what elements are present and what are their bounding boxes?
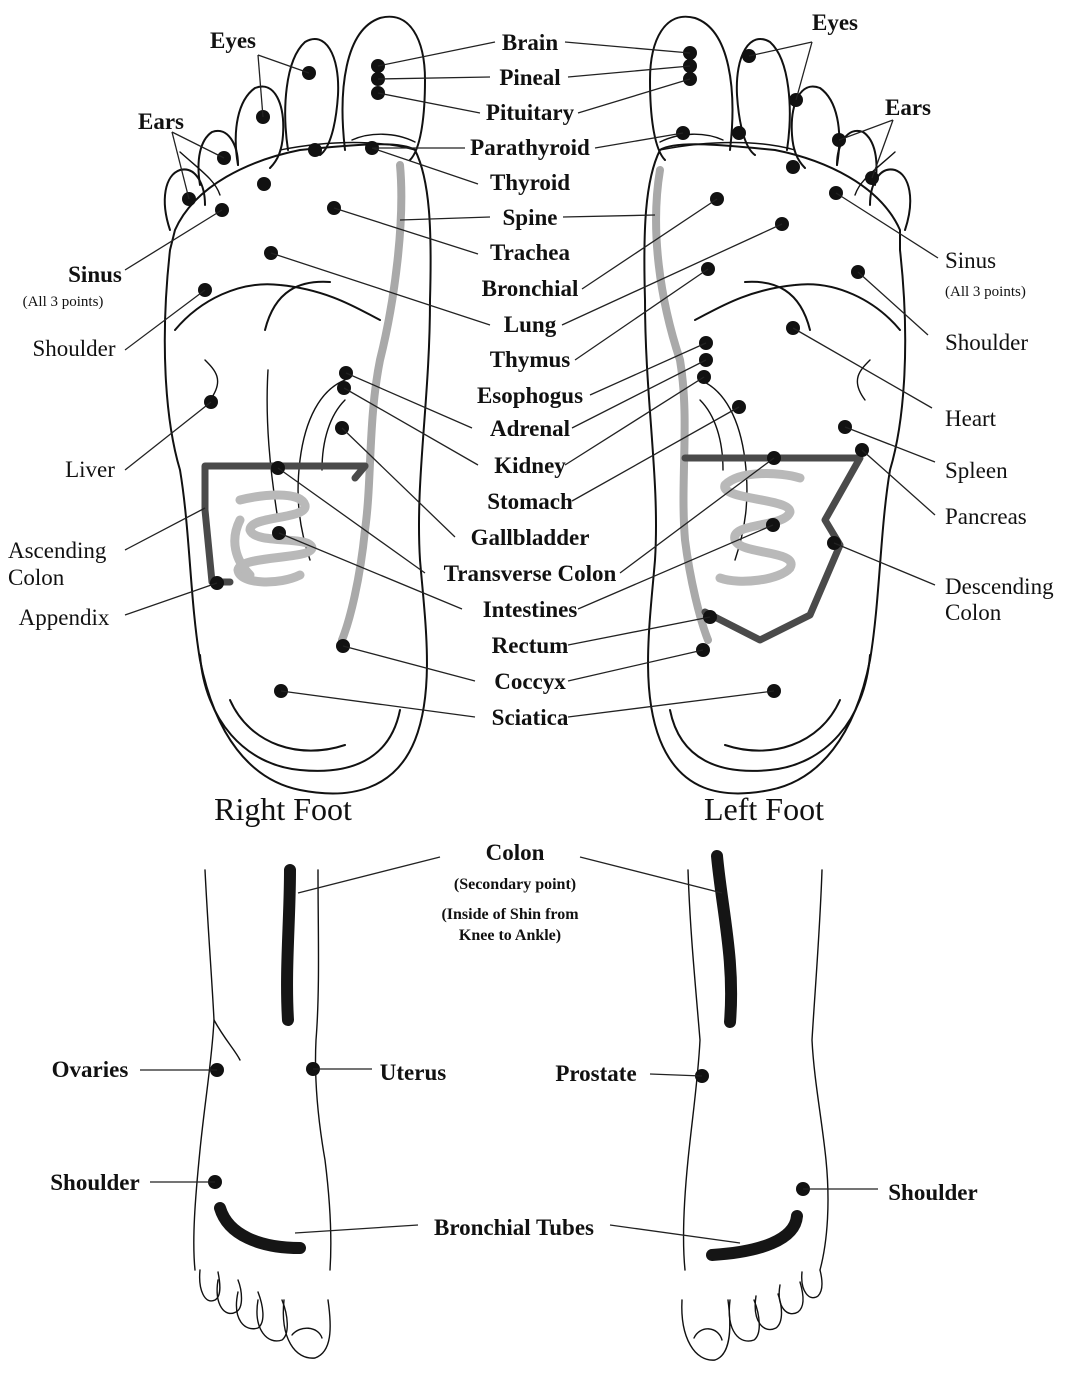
label-ascending-colon-line1: Ascending xyxy=(8,538,107,563)
label-kidney: Kidney xyxy=(494,453,566,478)
label-right-shoulder: Shoulder xyxy=(32,336,115,361)
title-left-foot: Left Foot xyxy=(704,791,824,827)
right-foot-top-view xyxy=(194,870,331,1358)
label-colon-note: (Secondary point) xyxy=(454,876,576,893)
label-lung: Lung xyxy=(504,312,557,337)
label-coccyx: Coccyx xyxy=(494,669,566,694)
label-left-ears: Ears xyxy=(885,95,931,120)
label-intestines: Intestines xyxy=(483,597,578,622)
right-bronchial-tubes-band xyxy=(220,1208,300,1248)
label-left-eyes: Eyes xyxy=(812,10,858,35)
bottom-labels: Colon (Secondary point) (Inside of Shin … xyxy=(50,840,977,1240)
label-left-sinus-note: (All 3 points) xyxy=(945,284,1026,300)
title-right-foot: Right Foot xyxy=(214,791,352,827)
right-sinus-point-1 xyxy=(308,143,322,157)
label-thyroid: Thyroid xyxy=(490,170,570,195)
label-shoulder-right-foot: Shoulder xyxy=(50,1170,139,1195)
left-foot-top-view xyxy=(682,856,828,1360)
left-shin-colon-band xyxy=(717,856,731,1022)
label-brain: Brain xyxy=(502,30,558,55)
label-ascending-colon-line2: Colon xyxy=(8,565,65,590)
label-pancreas: Pancreas xyxy=(945,504,1027,529)
label-appendix: Appendix xyxy=(19,605,110,630)
label-right-sinus: Sinus xyxy=(68,262,122,287)
label-esophogus: Esophogus xyxy=(477,383,583,408)
label-bronchial-tubes: Bronchial Tubes xyxy=(434,1215,594,1240)
label-pineal: Pineal xyxy=(499,65,560,90)
right-foot-side-labels: Eyes Ears Sinus (All 3 points) Shoulder … xyxy=(8,28,256,630)
label-transverse-colon: Transverse Colon xyxy=(444,561,617,586)
label-spine: Spine xyxy=(503,205,558,230)
label-descending-colon-line2: Colon xyxy=(945,600,1002,625)
label-right-eyes: Eyes xyxy=(210,28,256,53)
label-adrenal: Adrenal xyxy=(490,416,570,441)
label-colon-desc-line2: Knee to Ankle) xyxy=(459,927,561,944)
right-shin-colon-band xyxy=(287,870,290,1020)
label-stomach: Stomach xyxy=(487,489,573,514)
label-colon-desc-line1: (Inside of Shin from xyxy=(441,906,579,923)
label-pituitary: Pituitary xyxy=(486,100,575,125)
label-right-ears: Ears xyxy=(138,109,184,134)
label-gallbladder: Gallbladder xyxy=(471,525,590,550)
label-uterus: Uterus xyxy=(380,1060,446,1085)
label-shoulder-left-foot: Shoulder xyxy=(888,1180,977,1205)
label-prostate: Prostate xyxy=(555,1061,636,1086)
label-sciatica: Sciatica xyxy=(492,705,569,730)
right-foot-sole xyxy=(165,17,431,794)
label-thymus: Thymus xyxy=(490,347,571,372)
label-spleen: Spleen xyxy=(945,458,1008,483)
label-descending-colon-line1: Descending xyxy=(945,574,1054,599)
left-bronchial-tubes-band xyxy=(712,1216,797,1255)
label-rectum: Rectum xyxy=(492,633,569,658)
label-heart: Heart xyxy=(945,406,997,431)
left-foot-side-labels: Eyes Ears Sinus (All 3 points) Shoulder … xyxy=(812,10,1054,625)
left-sinus-point-2 xyxy=(786,160,800,174)
left-sinus-point-1 xyxy=(732,126,746,140)
label-ovaries: Ovaries xyxy=(52,1057,129,1082)
center-labels: Brain Pineal Pituitary Parathyroid Thyro… xyxy=(444,30,617,730)
label-left-shoulder: Shoulder xyxy=(945,330,1028,355)
label-trachea: Trachea xyxy=(490,240,571,265)
label-colon: Colon xyxy=(486,840,545,865)
label-bronchial: Bronchial xyxy=(482,276,579,301)
right-sinus-point-2 xyxy=(257,177,271,191)
label-liver: Liver xyxy=(65,457,115,482)
label-right-sinus-note: (All 3 points) xyxy=(23,294,104,310)
label-left-sinus: Sinus xyxy=(945,248,996,273)
label-parathyroid: Parathyroid xyxy=(470,135,590,160)
